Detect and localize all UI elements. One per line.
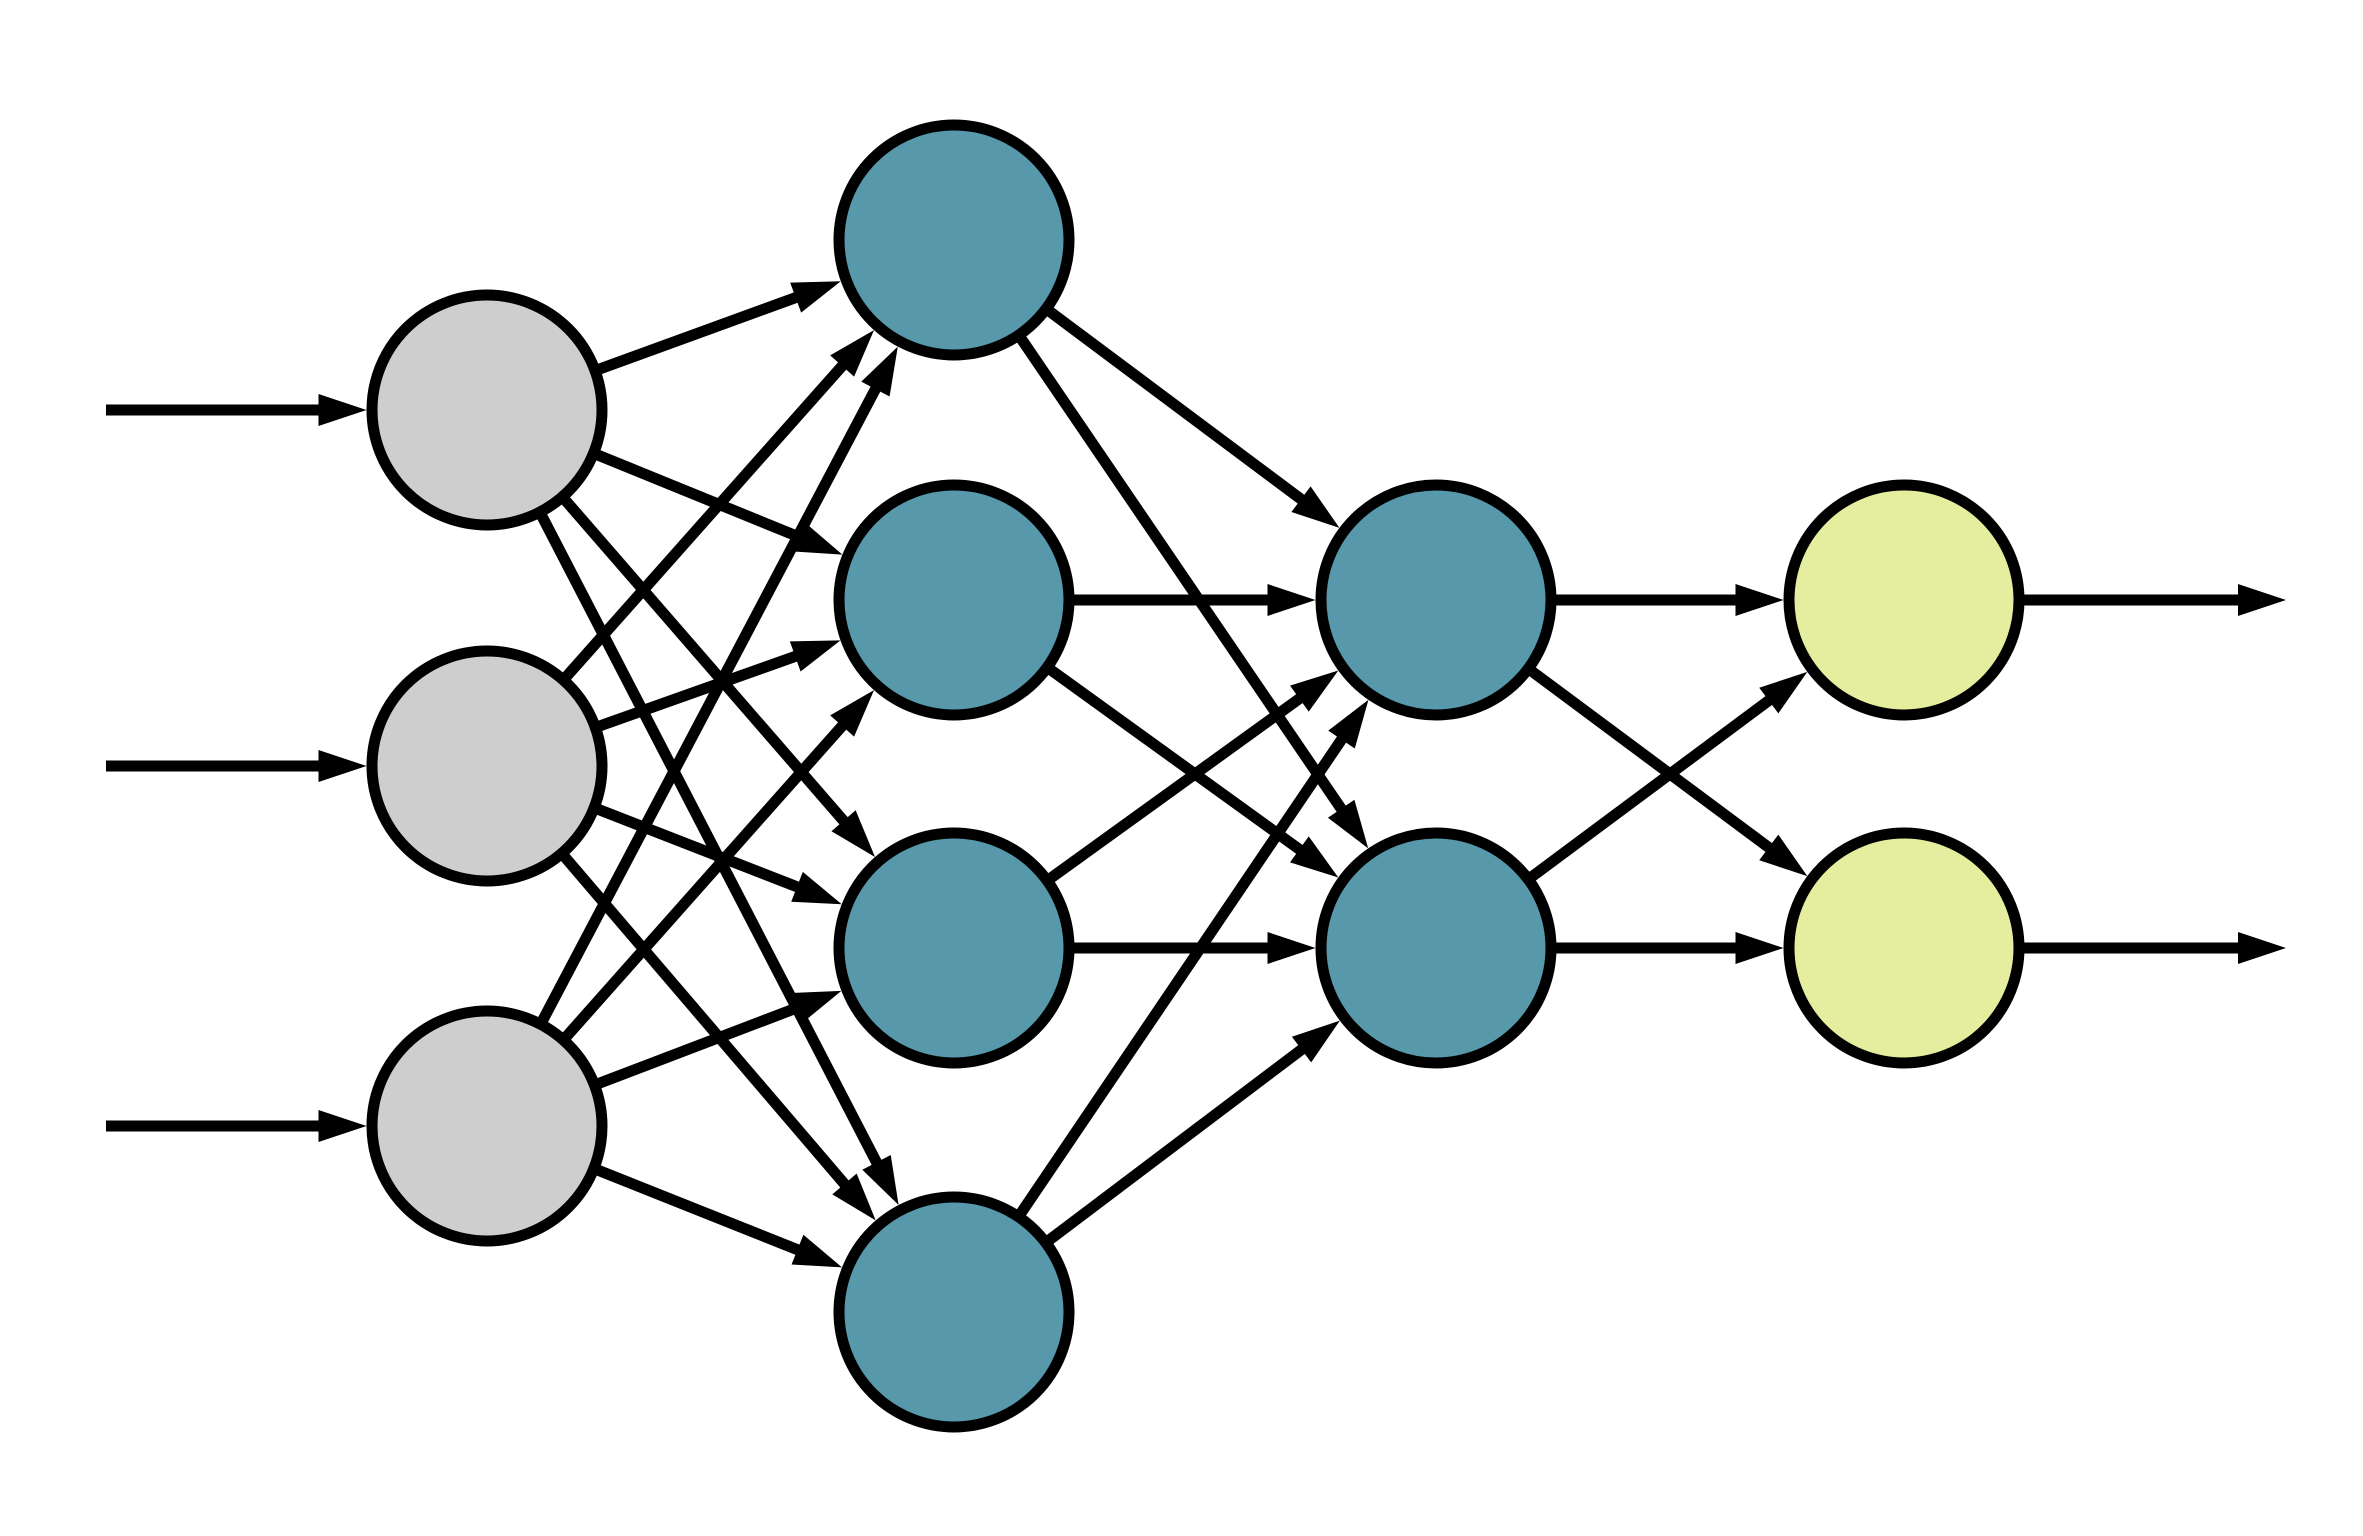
edge-H1b-H2b-arrowhead-icon [1290, 836, 1339, 878]
edge-H1d-H2b-arrowhead-icon [1291, 1020, 1340, 1063]
edge-H1c-H2a-arrowhead-icon [1290, 670, 1339, 712]
edge-I2-H1d-arrowhead-icon [832, 1173, 876, 1221]
edge-I1-H1d-line [482, 407, 889, 1178]
edge-I1-H1c-arrowhead-icon [831, 810, 876, 858]
node-hidden-layer-1-H1c [833, 827, 1075, 1069]
output-arrow-O2-arrowhead-icon [2238, 932, 2286, 964]
edge-I2-H1c-arrowhead-icon [791, 871, 842, 905]
edge-I1-H1a-arrowhead-icon [790, 281, 841, 313]
edge-I2-H1b-arrowhead-icon [789, 640, 841, 672]
edge-H2a-O1-arrowhead-icon [1735, 584, 1784, 616]
edge-I3-H1b-arrowhead-icon [830, 690, 874, 737]
edge-H2b-O2-arrowhead-icon [1735, 932, 1784, 964]
edge-H2a-O2-arrowhead-icon [1759, 834, 1808, 877]
node-output-layer-O2 [1783, 827, 2025, 1069]
input-arrow-I1-arrowhead-icon [318, 394, 367, 426]
node-hidden-layer-2-H2b [1315, 827, 1557, 1069]
edge-I3-H1a-line [482, 373, 888, 1129]
input-arrow-I3-arrowhead-icon [318, 1110, 367, 1142]
edge-I3-H1a-arrowhead-icon [861, 346, 898, 397]
edge-H2b-O1-arrowhead-icon [1759, 671, 1808, 714]
edge-H1d-H2a-arrowhead-icon [1328, 699, 1369, 749]
node-hidden-layer-1-H1d [833, 1191, 1075, 1433]
node-hidden-layer-1-H1b [833, 479, 1075, 721]
node-input-layer-I1 [366, 289, 608, 531]
input-arrow-I2-arrowhead-icon [318, 750, 367, 782]
edge-I3-H1d-arrowhead-icon [791, 1234, 843, 1268]
output-arrow-O1-arrowhead-icon [2238, 584, 2286, 616]
node-input-layer-I3 [366, 1005, 608, 1247]
edge-H1b-H2a-arrowhead-icon [1267, 584, 1316, 616]
edge-I2-H1a-arrowhead-icon [830, 330, 874, 377]
edge-I3-H1c-arrowhead-icon [790, 990, 842, 1023]
node-hidden-layer-1-H1a [833, 119, 1075, 361]
edge-H1c-H2b-arrowhead-icon [1267, 932, 1316, 964]
edge-I1-H1d-arrowhead-icon [862, 1155, 899, 1205]
edge-H1a-H2a-arrowhead-icon [1291, 486, 1340, 528]
node-output-layer-O1 [1783, 479, 2025, 721]
edge-H1a-H2b-arrowhead-icon [1327, 799, 1369, 849]
node-hidden-layer-2-H2a [1315, 479, 1557, 721]
node-input-layer-I2 [366, 645, 608, 887]
